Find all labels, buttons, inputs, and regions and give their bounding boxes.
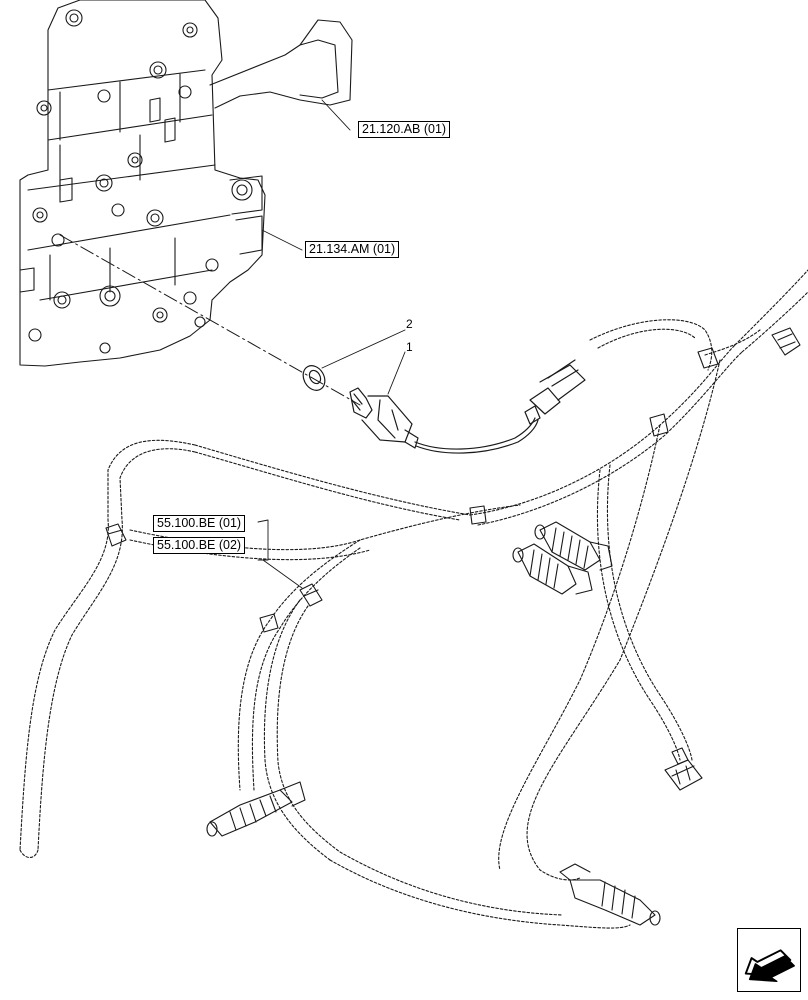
connector-center-upper <box>534 521 613 571</box>
harness-clips <box>105 347 719 633</box>
switch-connector <box>524 359 586 425</box>
connector-upper-right-edge <box>771 327 801 356</box>
ref-21-134-am-label[interactable]: 21.134.AM (01) <box>305 241 400 258</box>
arrow-previous-icon <box>744 949 795 983</box>
leader-lines <box>257 99 406 589</box>
wiring-harness <box>19 269 808 929</box>
connector-bottom-left <box>206 781 306 837</box>
pressure-switch <box>349 387 539 454</box>
assembly-centerline <box>59 234 361 406</box>
item-2-callout: 2 <box>406 317 413 331</box>
ref-55-100-be-02-label[interactable]: 55.100.BE (02) <box>153 537 246 554</box>
item-1-callout: 1 <box>406 340 413 354</box>
connector-right-small <box>664 747 703 791</box>
previous-page-button[interactable] <box>737 928 801 992</box>
ref-21-120-ab-label[interactable]: 21.120.AB (01) <box>358 121 451 138</box>
connector-center-lower <box>512 543 593 595</box>
connector-bottom-right <box>559 863 661 926</box>
sealing-washer <box>302 365 326 391</box>
control-valve-assembly <box>19 0 353 367</box>
ref-55-100-be-01-label[interactable]: 55.100.BE (01) <box>153 515 246 532</box>
